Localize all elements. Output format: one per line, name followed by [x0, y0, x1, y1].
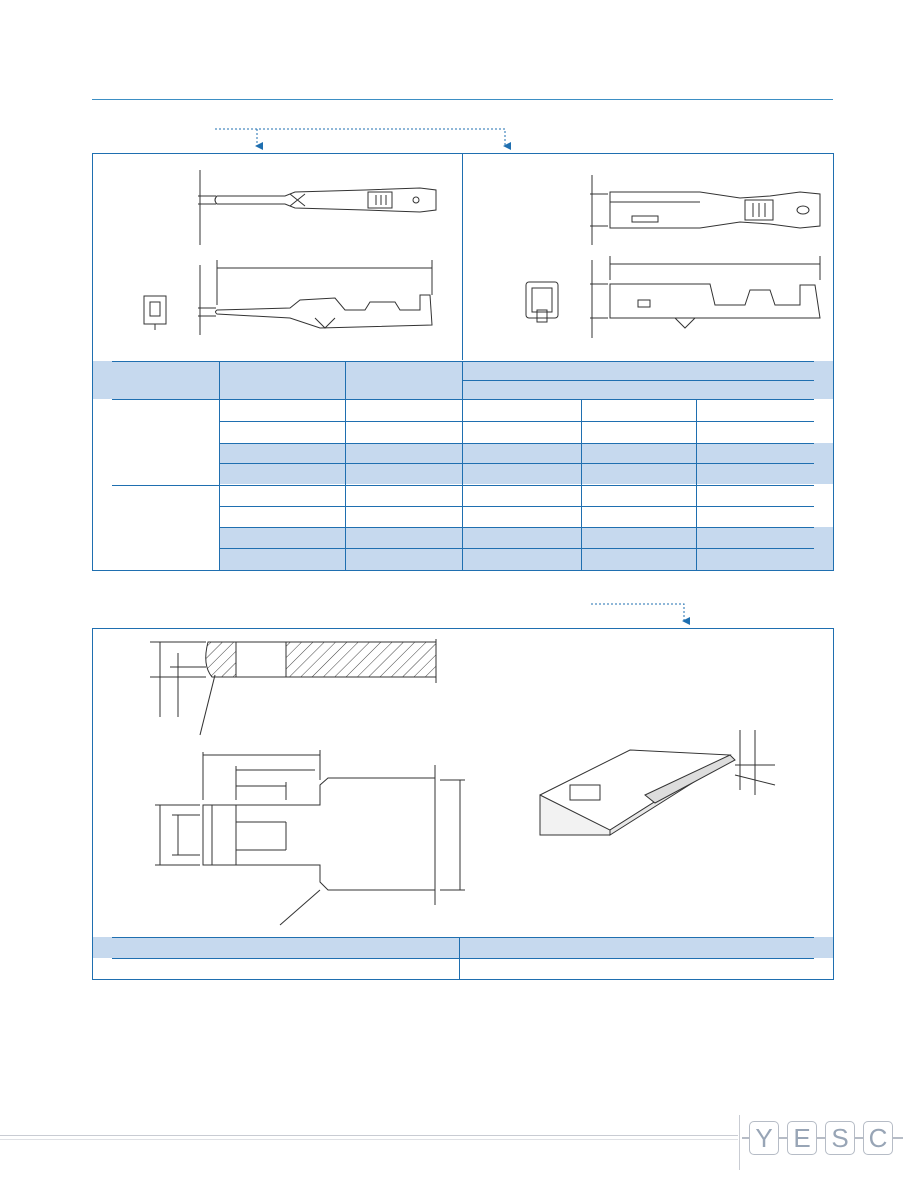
- footer-rule: [0, 1139, 738, 1140]
- logo-dash: [893, 1137, 903, 1139]
- logo-dash: [742, 1137, 752, 1139]
- logo-dash: [817, 1137, 827, 1139]
- female-terminal-drawing: [525, 175, 821, 338]
- table-rule: [219, 527, 814, 528]
- tab-plan-drawing: [155, 750, 465, 926]
- table-rule: [462, 380, 814, 381]
- table-col-rule: [696, 399, 697, 570]
- logo-dash: [779, 1137, 789, 1139]
- drawing-divider: [462, 154, 463, 360]
- logo-letter: Y: [749, 1121, 779, 1155]
- footer-divider: [739, 1115, 740, 1170]
- table-col-rule: [345, 361, 346, 570]
- callout-arrow-mid: [591, 603, 690, 625]
- table-rule: [112, 937, 814, 938]
- tab-section-drawing: [150, 639, 437, 736]
- tab-isometric-drawing: [539, 730, 776, 836]
- table-rule: [219, 548, 814, 549]
- table-rule: [112, 958, 814, 959]
- table-col-rule: [219, 361, 220, 570]
- table-rule: [219, 443, 814, 444]
- tab-table-header: [93, 937, 833, 958]
- table-col-rule: [459, 937, 460, 979]
- logo-letter: C: [863, 1121, 893, 1155]
- table-col-rule: [462, 361, 463, 570]
- table-rule: [112, 361, 814, 362]
- logo-letter: S: [825, 1121, 855, 1155]
- table-rule: [219, 421, 814, 422]
- male-terminal-drawing: [143, 170, 437, 335]
- table-rule: [112, 399, 814, 400]
- header-rule: [92, 99, 833, 100]
- table-rule: [219, 506, 814, 507]
- table-col-rule: [581, 399, 582, 570]
- footer-rule: [0, 1135, 738, 1136]
- logo-dash: [855, 1137, 865, 1139]
- table-rule: [219, 463, 814, 464]
- callout-arrows-top: [215, 128, 511, 150]
- table-rule: [112, 485, 814, 486]
- tab-spec-panel: [92, 628, 834, 980]
- logo-letter: E: [787, 1121, 817, 1155]
